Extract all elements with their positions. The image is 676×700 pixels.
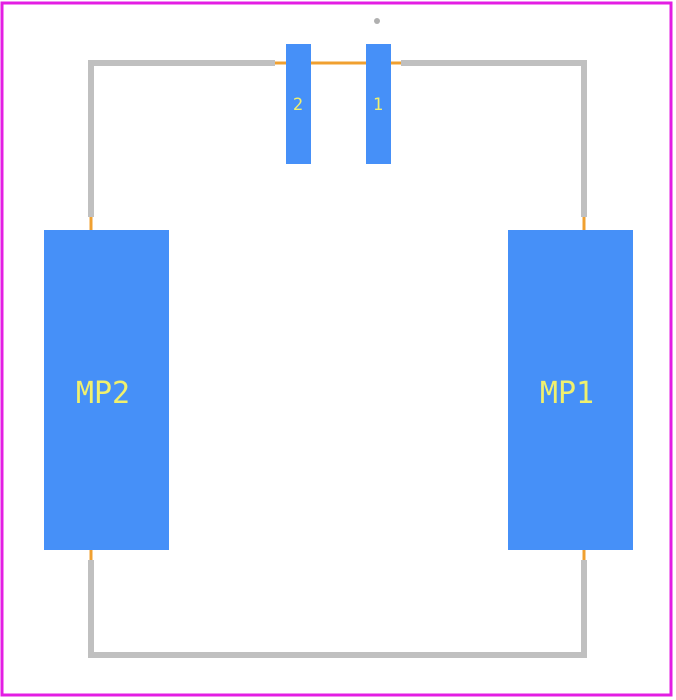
silkscreen-outline [88, 60, 587, 658]
pad-mp2-label: MP2 [76, 376, 130, 411]
silkscreen-top-left [88, 60, 275, 217]
pad-mp2-copper [44, 230, 169, 550]
pad-mp1-label: MP1 [540, 376, 594, 411]
pad-mp2[interactable]: MP2 [44, 230, 169, 550]
pad-1-copper [366, 44, 391, 164]
pad-mp1[interactable]: MP1 [508, 230, 633, 550]
pad-2-copper [286, 44, 311, 164]
pin1-marker-dot [374, 18, 380, 24]
pad-1-label: 1 [373, 95, 383, 115]
pad-2[interactable]: 2 [286, 44, 311, 164]
pad-1[interactable]: 1 [366, 44, 391, 164]
pad-mp1-copper [508, 230, 633, 550]
silkscreen-top-right [401, 60, 587, 217]
pad-2-label: 2 [293, 95, 303, 115]
silkscreen-bottom [88, 560, 587, 658]
